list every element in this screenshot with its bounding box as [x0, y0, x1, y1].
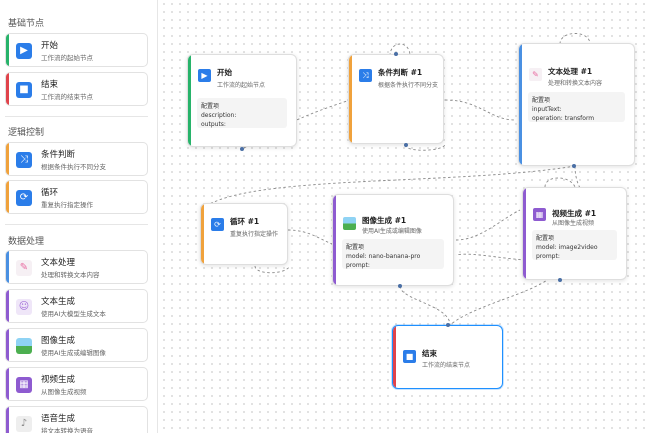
node-image-gen[interactable]: 图像生成 #1 使用AI生成或编辑图像 配置项 model: nano-bana… [332, 194, 454, 286]
stop-icon: ■ [16, 82, 32, 98]
edge-image-to-video [455, 209, 521, 241]
image-icon [16, 338, 32, 354]
output-handle[interactable] [398, 284, 402, 288]
palette-item-loop[interactable]: ⟳ 循环 重复执行指定操作 [5, 180, 148, 214]
palette-item-speech-gen[interactable]: ♪ 语音生成 将文本转换为语音 [5, 406, 148, 433]
section-title-logic: 逻辑控制 [8, 128, 45, 138]
robot-icon: ☺ [16, 299, 32, 315]
stop-icon: ■ [403, 350, 416, 363]
workflow-canvas[interactable]: ▶ 开始 工作流的起始节点 配置项 description: outputs: … [160, 0, 650, 433]
palette-item-condition[interactable]: ⤨ 条件判断 根据条件执行不同分支 [5, 142, 148, 176]
palette-item-text-process[interactable]: ✎ 文本处理 处理和转换文本内容 [5, 250, 148, 284]
play-icon: ▶ [16, 43, 32, 59]
palette-item-text-gen[interactable]: ☺ 文本生成 使用AI大模型生成文本 [5, 289, 148, 323]
node-condition[interactable]: ⤨ 条件判断 #1 根据条件执行不同分支 [348, 54, 444, 144]
input-handle[interactable] [394, 52, 398, 56]
node-config-panel: 配置项 description: outputs: [197, 98, 287, 128]
edge-image-to-end [399, 285, 451, 326]
node-config-panel: 配置项 model: nano-banana-pro prompt: [342, 239, 444, 269]
output-handle[interactable] [572, 164, 576, 168]
edge-video-top [544, 177, 576, 188]
output-handle[interactable] [404, 143, 408, 147]
loop-icon: ⟳ [211, 218, 224, 231]
section-title-data: 数据处理 [8, 237, 45, 247]
edge-loop-bottom [254, 265, 291, 274]
speaker-icon: ♪ [16, 416, 32, 432]
section-title-basic: 基础节点 [8, 19, 45, 29]
divider [5, 224, 148, 225]
node-start[interactable]: ▶ 开始 工作流的起始节点 配置项 description: outputs: [187, 54, 297, 147]
node-config-panel: 配置项 model: image2video prompt: [532, 230, 617, 260]
document-icon: ✎ [16, 260, 32, 276]
node-text-process[interactable]: ✎ 文本处理 #1 处理和转换文本内容 配置项 inputText: opera… [518, 43, 635, 166]
node-config-panel: 配置项 inputText: operation: transform [528, 92, 625, 122]
node-loop[interactable]: ⟳ 循环 #1 重复执行指定操作 [200, 203, 288, 265]
edge-condition-to-textprocess [444, 99, 516, 121]
node-video-gen[interactable]: ▦ 视频生成 #1 从图像生成视频 配置项 model: image2video… [522, 187, 627, 280]
palette-item-image-gen[interactable]: 图像生成 使用AI生成或编辑图像 [5, 328, 148, 362]
output-handle[interactable] [240, 147, 244, 151]
clapper-icon: ▦ [16, 377, 32, 393]
divider [5, 116, 148, 117]
node-end[interactable]: ■ 结束 工作流的结束节点 [392, 325, 503, 389]
play-icon: ▶ [198, 69, 211, 82]
clapper-icon: ▦ [533, 208, 546, 221]
palette-item-end[interactable]: ■ 结束 工作流的结束节点 [5, 72, 148, 106]
shuffle-icon: ⤨ [16, 152, 32, 168]
edge-loop-to-image [287, 229, 336, 246]
image-icon [343, 217, 356, 230]
node-palette-sidebar: 基础节点 ▶ 开始 工作流的起始节点 ■ 结束 工作流的结束节点 逻辑控制 ⤨ … [0, 0, 158, 433]
output-handle[interactable] [558, 278, 562, 282]
edge-condition-bottom [404, 144, 446, 151]
document-icon: ✎ [529, 68, 542, 81]
shuffle-icon: ⤨ [359, 69, 372, 82]
palette-item-video-gen[interactable]: ▦ 视频生成 从图像生成视频 [5, 367, 148, 401]
input-handle[interactable] [446, 323, 450, 327]
palette-item-start[interactable]: ▶ 开始 工作流的起始节点 [5, 33, 148, 67]
loop-icon: ⟳ [16, 190, 32, 206]
